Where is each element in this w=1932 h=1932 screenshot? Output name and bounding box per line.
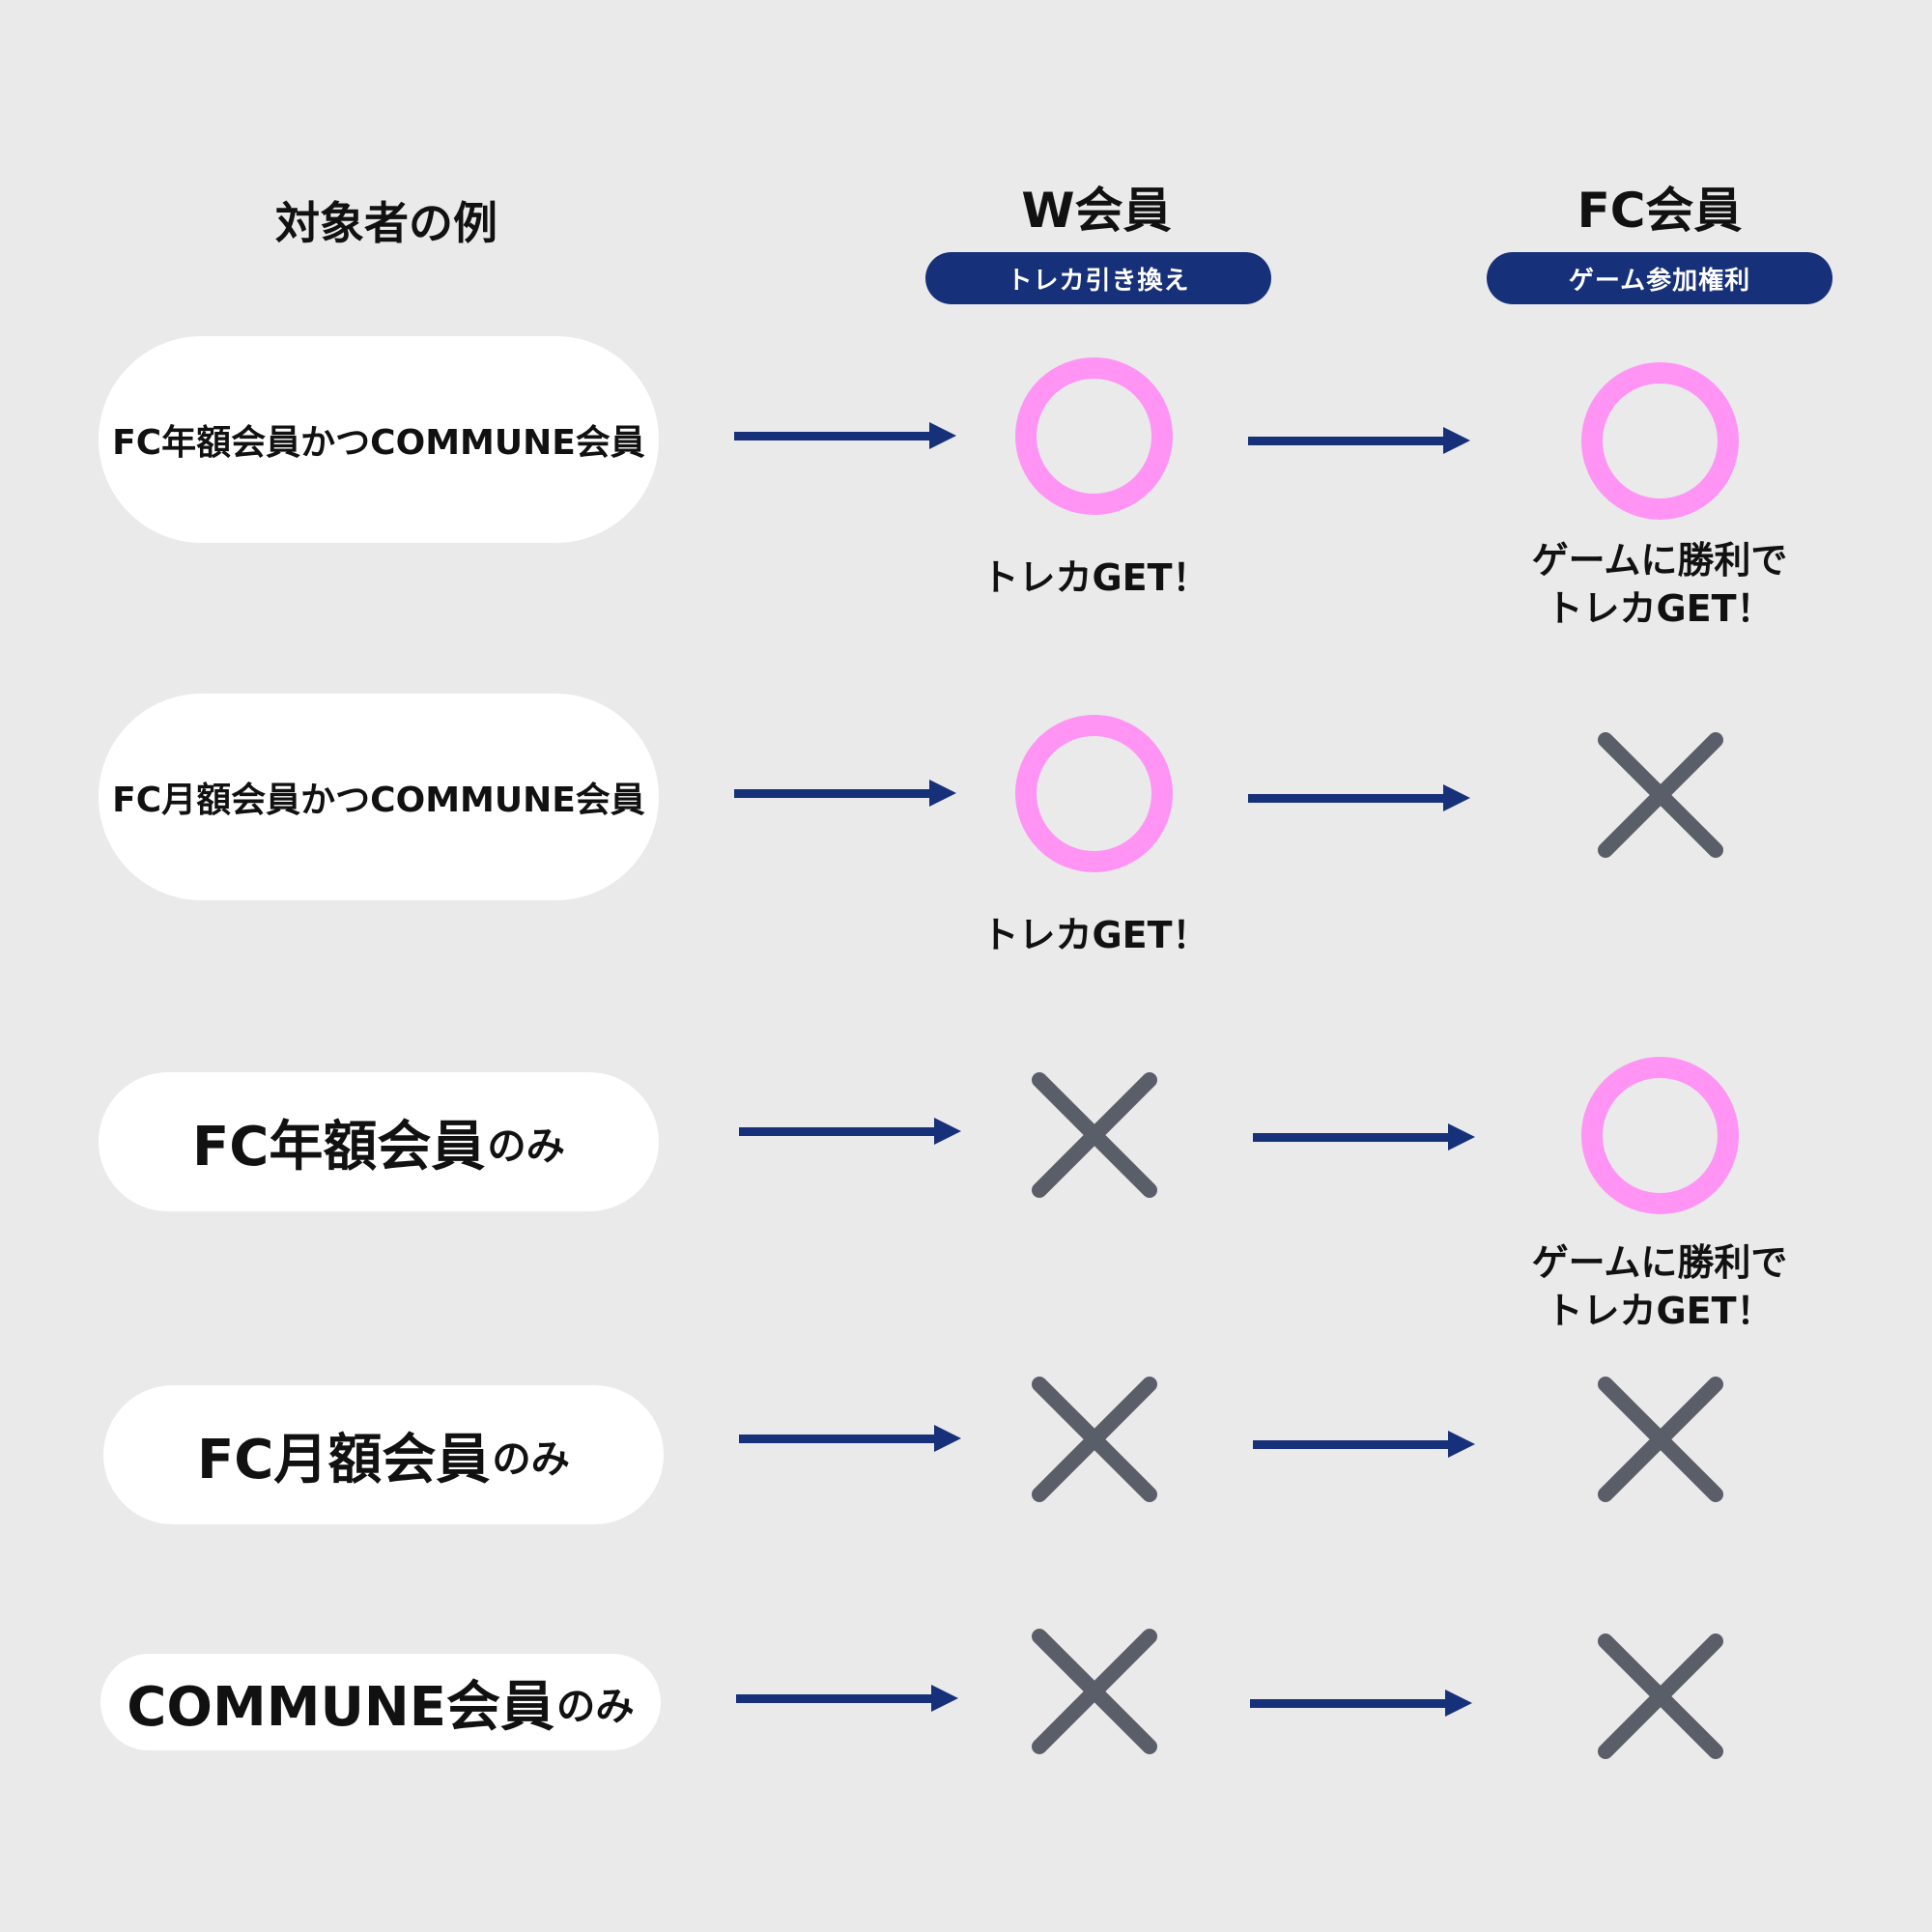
arrow-right-icon [739,1425,961,1452]
circle-icon [1015,357,1173,515]
arrow-right-icon [734,780,956,807]
circle-icon [1581,362,1739,520]
circle-icon [1581,1057,1739,1214]
member-type-row-5: COMMUNE会員のみ [100,1654,661,1750]
member-type-label: FC年額会員 [192,1115,486,1179]
member-type-row-4: FC月額会員のみ [103,1385,664,1524]
arrow-right-icon [1253,1123,1475,1151]
cross-icon [1032,1072,1157,1198]
cross-icon [1598,732,1723,858]
member-type-suffix: のみ [487,1122,565,1169]
arrow-right-icon [1253,1431,1475,1458]
member-type-row-3: FC年額会員のみ [99,1072,659,1211]
cross-icon [1598,1377,1723,1502]
arrow-right-icon [1248,427,1470,454]
arrow-right-icon [1248,784,1470,811]
w-member-pill: トレカ引き換え [925,252,1271,304]
member-type-label: FC月額会員 [197,1428,491,1492]
cross-icon [1032,1629,1157,1754]
cross-icon [1598,1634,1723,1759]
fc-benefit-caption: ゲームに勝利で トレカGET！ [1531,539,1788,630]
w-benefit-caption: トレカGET！ [981,556,1209,599]
arrow-right-icon [739,1118,961,1145]
member-type-suffix: のみ [492,1435,570,1482]
fc-benefit-caption: ゲームに勝利で トレカGET！ [1531,1241,1788,1332]
w-member-column-title: W会員 [1021,183,1172,239]
circle-icon [1015,715,1173,872]
member-type-label: FC年額会員かつCOMMUNE会員 [112,423,645,463]
member-type-label: FC月額会員かつCOMMUNE会員 [112,781,645,820]
fc-member-column-title: FC会員 [1577,183,1743,239]
member-type-suffix: のみ [556,1683,635,1729]
member-type-row-1: FC年額会員かつCOMMUNE会員 [99,336,659,543]
member-type-label: COMMUNE会員 [127,1675,555,1739]
member-type-row-2: FC月額会員かつCOMMUNE会員 [99,694,659,900]
cross-icon [1032,1377,1157,1502]
examples-column-title: 対象者の例 [275,197,497,249]
arrow-right-icon [1250,1690,1472,1717]
w-benefit-caption: トレカGET！ [981,914,1209,956]
arrow-right-icon [734,422,956,449]
fc-member-pill: ゲーム参加権利 [1487,252,1833,304]
arrow-right-icon [736,1685,958,1712]
